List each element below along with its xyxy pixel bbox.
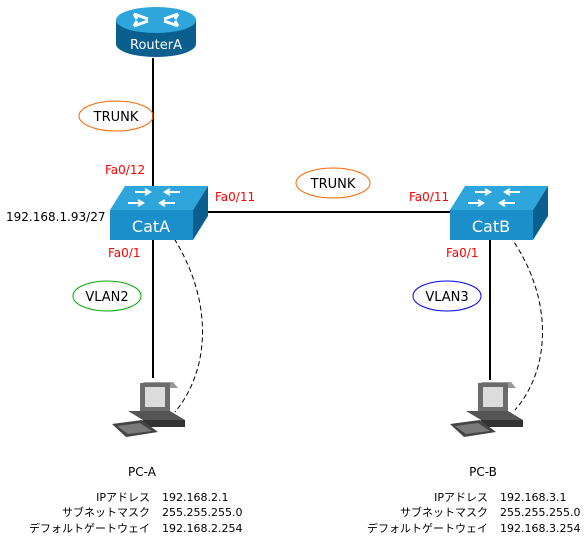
switch-icon-cata xyxy=(110,186,208,240)
pc-icon-pca xyxy=(112,382,185,437)
console-cable-catb xyxy=(509,235,543,411)
catb-port-fa0-11: Fa0/11 xyxy=(409,190,449,204)
vlan3-label: VLAN3 xyxy=(425,290,468,305)
router-label: RouterA xyxy=(130,38,182,53)
cata-port-fa0-11: Fa0/11 xyxy=(215,190,255,204)
vlan3-oval xyxy=(412,280,482,312)
cata-port-fa0-12: Fa0/12 xyxy=(105,163,145,177)
console-cable-cata xyxy=(169,231,203,413)
trunk-oval-upper xyxy=(78,100,154,132)
pc-icon-pcb xyxy=(450,382,523,437)
catb-port-fa0-1: Fa0/1 xyxy=(446,246,478,260)
trunk-label-upper: TRUNK xyxy=(93,110,139,125)
pc-b-info-label-mask: サブネットマスク xyxy=(400,505,488,519)
pc-b-info: IPアドレス 192.168.3.1 サブネットマスク 255.255.255.… xyxy=(367,491,580,535)
pc-a-info-label-gw: デフォルトゲートウェイ xyxy=(29,521,150,535)
pc-b-name: PC-B xyxy=(469,465,497,479)
vlan2-oval xyxy=(72,280,142,312)
pc-b-info-value-ip: 192.168.3.1 xyxy=(500,491,566,504)
pc-b-info-label-gw: デフォルトゲートウェイ xyxy=(367,521,488,535)
vlan2-label: VLAN2 xyxy=(85,290,128,305)
switch-label-cata: CatA xyxy=(132,217,170,236)
switch-icon-catb xyxy=(450,186,548,240)
cata-ip-address: 192.168.1.93/27 xyxy=(6,210,105,224)
router-icon xyxy=(116,7,196,57)
pc-a-info-value-ip: 192.168.2.1 xyxy=(162,491,228,504)
pc-a-info-label-ip: IPアドレス xyxy=(96,491,150,504)
pc-b-info-value-mask: 255.255.255.0 xyxy=(500,506,580,519)
pc-a-info-label-mask: サブネットマスク xyxy=(62,505,150,519)
pc-a-info-value-mask: 255.255.255.0 xyxy=(162,506,242,519)
pc-a-info-value-gw: 192.168.2.254 xyxy=(162,522,242,535)
pc-b-info-label-ip: IPアドレス xyxy=(434,491,488,504)
trunk-label-middle: TRUNK xyxy=(310,177,356,192)
pc-a-info: IPアドレス 192.168.2.1 サブネットマスク 255.255.255.… xyxy=(29,491,242,535)
trunk-oval-middle xyxy=(295,167,371,199)
switch-label-catb: CatB xyxy=(472,217,510,236)
pc-a-name: PC-A xyxy=(128,465,157,479)
cata-port-fa0-1: Fa0/1 xyxy=(108,246,140,260)
pc-b-info-value-gw: 192.168.3.254 xyxy=(500,522,580,535)
